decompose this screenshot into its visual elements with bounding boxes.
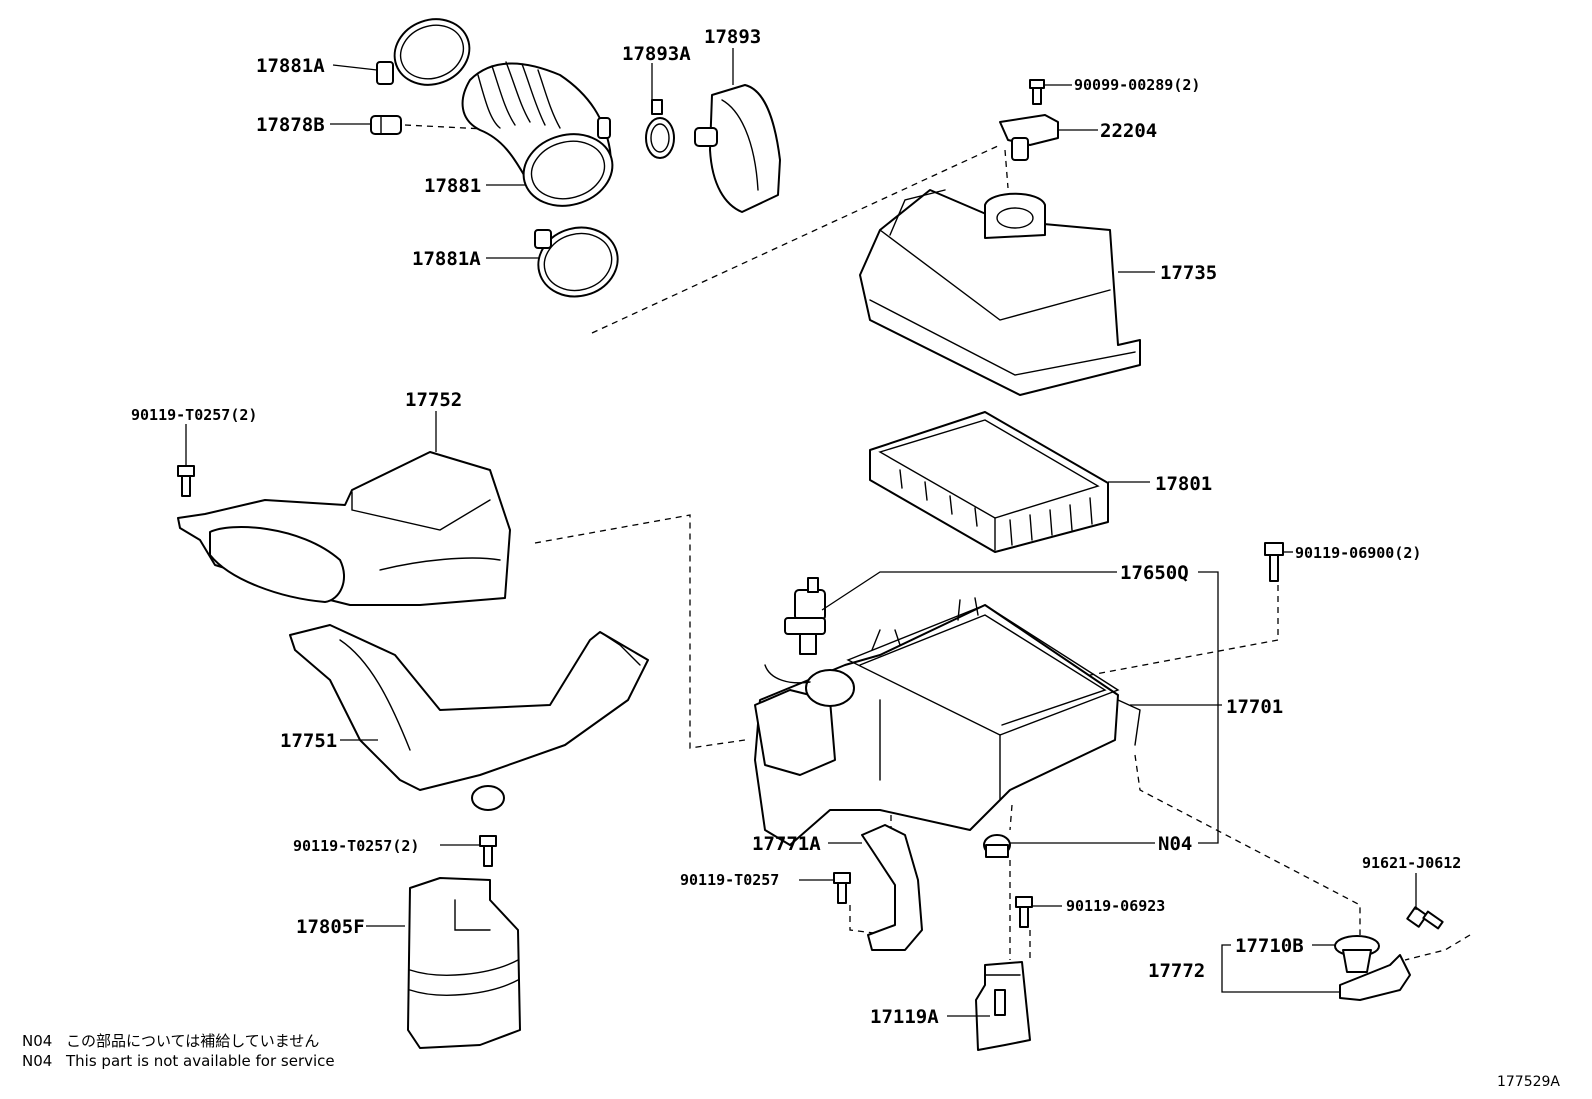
grommet-N04-shape xyxy=(983,834,1011,858)
sensor-22204-shape xyxy=(999,114,1059,161)
label-90119-06923: 90119-06923 xyxy=(1066,897,1165,915)
callout-labels: 17881A 17878B 17881 17881A 17893A 17893 … xyxy=(131,26,1461,1028)
label-90119-T0257-c: 90119-T0257 xyxy=(680,871,779,889)
label-17735: 17735 xyxy=(1160,262,1217,284)
label-17805F: 17805F xyxy=(296,916,365,938)
label-17893: 17893 xyxy=(704,26,761,48)
duct-17751-shape xyxy=(289,624,649,811)
bolt-90119-T0257-b-shape xyxy=(479,835,497,867)
label-17751: 17751 xyxy=(280,730,337,752)
label-90119-06900: 90119-06900(2) xyxy=(1295,544,1421,562)
bolt-90119-T0257-c-shape xyxy=(833,872,851,904)
bolt-90119-06923-shape xyxy=(1015,896,1033,928)
label-91621-J0612: 91621-J0612 xyxy=(1362,854,1461,872)
filter-17801-shape xyxy=(869,411,1109,553)
label-17701: 17701 xyxy=(1226,696,1283,718)
bolt-90119-06900-shape xyxy=(1264,542,1284,582)
case-17701-shape xyxy=(754,597,1141,846)
bracket-17772-shape xyxy=(1339,954,1411,1001)
bolt-91621-shape xyxy=(1406,906,1444,930)
footnote-text: この部品については補給していません xyxy=(66,1032,320,1050)
label-17878B: 17878B xyxy=(256,114,325,136)
duct-17752-shape xyxy=(177,451,511,606)
solenoid-17650Q-shape xyxy=(784,577,826,655)
footnote-code: N04 xyxy=(22,1032,53,1050)
label-17752: 17752 xyxy=(405,389,462,411)
label-17650Q: 17650Q xyxy=(1120,562,1189,584)
cushion-17710B-shape xyxy=(1334,935,1380,973)
label-90119-T0257-a: 90119-T0257(2) xyxy=(131,406,257,424)
label-90099-00289: 90099-00289(2) xyxy=(1074,76,1200,94)
label-17881A-top: 17881A xyxy=(256,55,325,77)
resonator-17893-shape xyxy=(694,84,781,213)
label-17893A: 17893A xyxy=(622,43,691,65)
bolt-90099-shape xyxy=(1029,79,1045,105)
label-17881: 17881 xyxy=(424,175,481,197)
label-90119-T0257-b: 90119-T0257(2) xyxy=(293,837,419,855)
label-17772: 17772 xyxy=(1148,960,1205,982)
resonator-17805F-shape xyxy=(407,877,521,1049)
bracket-17119A-shape xyxy=(975,961,1031,1051)
cap-17735-shape xyxy=(859,189,1141,396)
label-N04: N04 xyxy=(1158,833,1192,855)
footnote-en: N04 This part is not available for servic… xyxy=(22,1052,335,1070)
label-22204: 22204 xyxy=(1100,120,1157,142)
label-17881A-bottom: 17881A xyxy=(412,248,481,270)
sensor-17878B-shape xyxy=(370,115,402,135)
clamp-17893A-shape xyxy=(645,99,675,159)
figure-code: 177529A xyxy=(1496,1074,1560,1090)
label-17801: 17801 xyxy=(1155,473,1212,495)
clamp-17881A-top-shape xyxy=(376,18,471,86)
bolt-90119-T0257-a-shape xyxy=(177,465,195,497)
footnote-code: N04 xyxy=(22,1052,53,1070)
label-17771A: 17771A xyxy=(752,833,821,855)
hose-17881-shape xyxy=(461,61,614,207)
label-17710B: 17710B xyxy=(1235,935,1304,957)
clamp-17881A-bottom-shape xyxy=(534,226,619,298)
label-17119A: 17119A xyxy=(870,1006,939,1028)
bracket-17771A-shape xyxy=(861,824,923,951)
leader-lines xyxy=(185,48,1417,1017)
footnote-jp: N04 この部品については補給していません xyxy=(22,1030,319,1051)
footnote-text: This part is not available for service xyxy=(66,1052,335,1070)
